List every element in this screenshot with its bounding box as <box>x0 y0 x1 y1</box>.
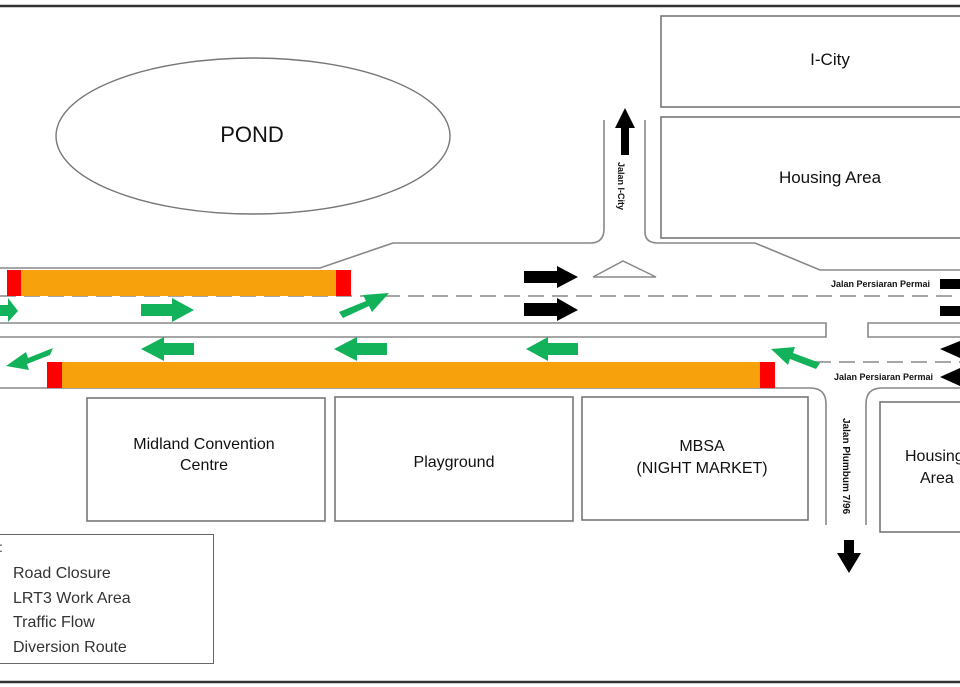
diversion-arrow-right-1 <box>0 298 18 322</box>
legend-item-lrt3-work-area: LRT3 Work Area <box>13 590 131 607</box>
road-label-persiaran-permai-lower: Jalan Persiaran Permai <box>834 372 933 382</box>
road-closure-lower-right <box>760 362 775 388</box>
housing-area-top-building <box>660 116 960 239</box>
traffic-arrow-left-1 <box>940 341 960 358</box>
road-edge-lower-left <box>0 387 827 525</box>
road-label-jalan-plumbum: Jalan Plumbum 7/96 <box>840 418 851 515</box>
pond-shape <box>55 57 451 215</box>
diversion-arrow-left-2 <box>334 337 387 361</box>
road-closure-lower-left <box>47 362 62 388</box>
traffic-arrow-right-1 <box>524 266 578 288</box>
playground-label: Playground <box>414 454 495 471</box>
legend-item-diversion-route: Diversion Route <box>13 639 127 656</box>
road-label-persiaran-permai-upper: Jalan Persiaran Permai <box>831 279 930 289</box>
mbsa-label-line1: MBSA <box>679 438 725 455</box>
pond-label: POND <box>220 122 284 147</box>
legend-item-road-closure: Road Closure <box>13 565 111 582</box>
housing-area-right-line1: Housing <box>905 448 960 465</box>
median-left <box>0 322 827 338</box>
mbsa-night-market-building <box>581 396 809 521</box>
lrt3-work-area-lower <box>47 362 775 388</box>
icity-label: I-City <box>810 50 850 69</box>
diversion-arrow-diagonal-down <box>6 348 53 370</box>
mbsa-label-line2: (NIGHT MARKET) <box>636 460 767 477</box>
playground-area <box>334 396 574 522</box>
road-edge-lower-right <box>865 387 960 525</box>
diversion-arrow-diagonal-left <box>771 347 820 369</box>
legend-title-fragment: : <box>0 539 3 555</box>
traffic-arrow-right-3 <box>940 279 960 289</box>
traffic-flow-arrows <box>524 108 960 573</box>
traffic-island <box>592 260 657 278</box>
road-closure-upper-left <box>7 270 21 296</box>
road-edge-upper-right <box>644 120 960 271</box>
diversion-arrows <box>0 293 820 370</box>
housing-area-right-building <box>879 401 960 533</box>
midland-convention-centre-building <box>86 397 326 522</box>
lrt3-work-area-upper <box>7 270 351 296</box>
icity-building <box>660 15 960 108</box>
traffic-arrow-up-icity <box>615 108 635 155</box>
median-right <box>867 322 960 338</box>
map-legend: : Road Closure LRT3 Work Area Traffic Fl… <box>0 534 214 664</box>
housing-area-top-label: Housing Area <box>779 168 882 187</box>
housing-area-right-line2: Area <box>920 470 954 487</box>
traffic-arrow-right-2 <box>524 298 578 321</box>
diversion-arrow-right-2 <box>141 298 194 322</box>
traffic-arrow-right-4 <box>940 306 960 316</box>
traffic-arrow-down-plumbum <box>837 540 861 573</box>
diversion-arrow-left-3 <box>526 337 578 361</box>
midland-label-line2: Centre <box>180 457 228 474</box>
road-label-jalan-icity: Jalan I-City <box>616 162 626 210</box>
midland-label-line1: Midland Convention <box>133 436 274 453</box>
legend-item-traffic-flow: Traffic Flow <box>13 614 95 631</box>
road-closure-upper-right <box>336 270 351 296</box>
traffic-arrow-left-2 <box>940 368 960 386</box>
road-edge-upper-left <box>0 120 605 269</box>
diversion-arrow-diagonal-up <box>339 293 389 318</box>
diversion-arrow-left-1 <box>141 337 194 361</box>
